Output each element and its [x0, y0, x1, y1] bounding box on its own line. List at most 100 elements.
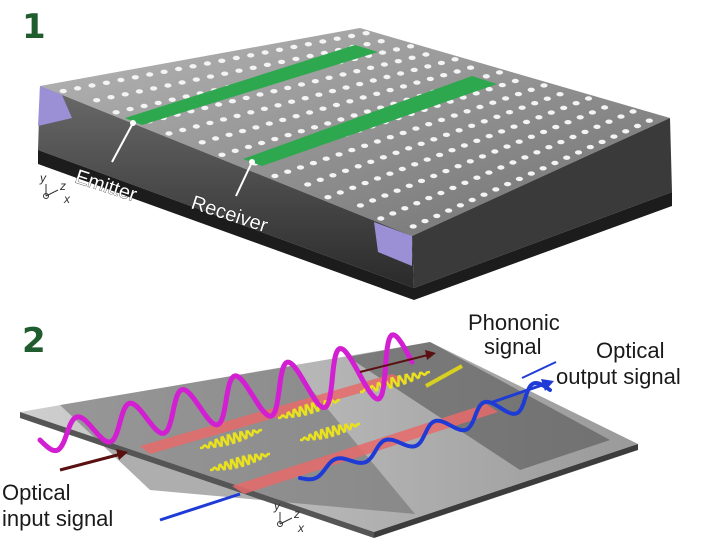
axis-x-label-1: x	[63, 192, 71, 206]
optical-output-label-line-1: Optical	[596, 338, 664, 363]
lattice-hole	[271, 136, 279, 142]
panel-1-number: 1	[22, 7, 46, 47]
lattice-hole	[284, 85, 292, 91]
lattice-hole	[401, 206, 409, 211]
phonon-wave	[300, 422, 360, 442]
lattice-hole	[218, 152, 226, 157]
optical-output-label-line-2: output signal	[556, 364, 681, 389]
lattice-hole	[378, 50, 387, 55]
lattice-hole	[337, 117, 345, 122]
lattice-hole	[405, 146, 413, 151]
lattice-hole	[495, 70, 504, 75]
lattice-hole	[179, 127, 187, 133]
lattice-hole	[322, 156, 330, 161]
lattice-hole	[288, 99, 296, 104]
lattice-hole	[341, 168, 350, 173]
lattice-hole	[504, 181, 512, 187]
lattice-hole	[319, 39, 327, 44]
lattice-hole	[164, 83, 172, 88]
lattice-hole	[522, 119, 531, 125]
lattice-hole	[349, 185, 357, 190]
receiver-callout-line	[235, 161, 253, 197]
lattice-hole	[275, 47, 284, 52]
lattice-hole	[306, 110, 314, 115]
lattice-hole	[540, 83, 548, 88]
optical-output-label: Optical output signal	[556, 338, 681, 389]
lattice-hole	[485, 87, 493, 92]
lattice-hole	[489, 100, 497, 105]
lattice-hole	[278, 59, 286, 65]
lattice-hole	[131, 75, 139, 80]
lattice-hole	[451, 57, 459, 62]
lattice-hole	[533, 150, 541, 155]
lattice-hole	[601, 105, 609, 110]
lattice-hole	[497, 165, 505, 170]
lattice-hole	[468, 197, 476, 203]
lattice-hole	[252, 125, 260, 130]
lattice-hole	[367, 65, 375, 71]
lattice-hole	[610, 134, 618, 139]
lattice-hole	[301, 96, 309, 101]
lattice-hole	[381, 193, 389, 198]
lattice-hole	[527, 134, 536, 139]
lattice-hole	[510, 124, 518, 129]
lattice-hole	[339, 72, 347, 77]
lattice-hole	[467, 65, 475, 70]
panel-2: 2 Phononic signal Op	[2, 310, 681, 538]
lattice-hole	[356, 81, 364, 87]
axis-z-label-1: z	[59, 179, 66, 193]
lattice-hole	[336, 190, 344, 195]
lattice-hole	[629, 109, 637, 114]
lattice-hole	[527, 171, 535, 176]
phonon-callout-line	[425, 364, 463, 388]
lattice-hole	[290, 44, 298, 50]
lattice-hole	[448, 148, 456, 153]
lattice-hole	[93, 98, 101, 103]
lattice-hole	[412, 126, 420, 131]
lattice-hole	[436, 152, 444, 158]
lattice-hole	[160, 69, 168, 75]
lattice-hole	[256, 92, 264, 97]
axis-z-label-2: z	[293, 507, 300, 521]
lattice-hole	[560, 105, 568, 111]
lattice-hole	[383, 74, 391, 80]
lattice-hole	[397, 71, 405, 76]
lattice-hole	[408, 55, 416, 60]
lattice-hole	[422, 52, 430, 57]
lattice-hole	[453, 69, 461, 74]
lattice-hole	[574, 150, 583, 155]
lattice-hole	[292, 114, 300, 119]
axes-glyph-2: y z x	[273, 499, 305, 535]
lattice-hole	[394, 59, 402, 64]
lattice-hole	[284, 169, 292, 174]
output-arrow-head	[541, 379, 554, 391]
lattice-hole	[622, 129, 630, 134]
lattice-hole	[399, 84, 408, 89]
lattice-hole	[409, 224, 417, 229]
lattice-hole	[348, 147, 356, 153]
phonon-wave	[210, 452, 270, 472]
lattice-hole	[531, 101, 539, 106]
lattice-hole	[353, 69, 361, 74]
lattice-hole	[260, 106, 268, 112]
lattice-hole	[233, 113, 241, 119]
lattice-hole	[473, 175, 481, 180]
lattice-hole	[377, 39, 385, 44]
lattice-hole	[468, 123, 476, 128]
lattice-hole	[569, 134, 577, 140]
lattice-hole	[545, 145, 553, 150]
lattice-hole	[107, 95, 115, 100]
lattice-hole	[363, 42, 371, 47]
input-arrow-head	[116, 449, 128, 460]
lattice-hole	[247, 53, 255, 58]
lattice-hole	[503, 144, 511, 149]
optical-input-label-line-2: input signal	[2, 506, 113, 531]
lattice-hole	[165, 131, 173, 136]
lattice-hole	[377, 216, 385, 221]
slab-edge-left	[38, 86, 72, 126]
panel-2-number: 2	[22, 321, 46, 361]
lattice-hole	[386, 171, 394, 176]
lattice-hole	[518, 105, 526, 110]
phonon-wave	[359, 370, 431, 394]
emitter-strip	[125, 45, 378, 125]
